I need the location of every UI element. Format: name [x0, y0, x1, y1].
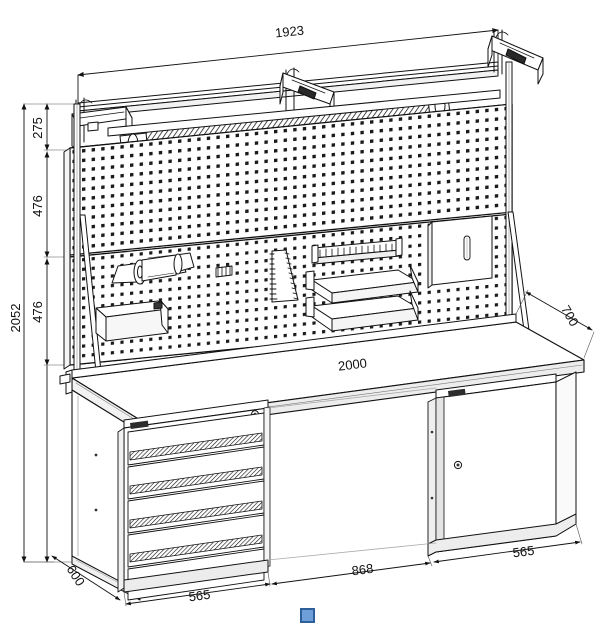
tapered-tool-rack: [269, 249, 299, 303]
dim-text-rail-width: 1923: [274, 23, 304, 41]
worktop-back-rail: [59, 369, 73, 395]
five-drawer-unit: [117, 399, 271, 601]
light-bracket-middle: [279, 67, 335, 119]
dim-text-worktop-width: 2000: [337, 355, 368, 373]
dim-text-overall-height: 2052: [8, 304, 23, 333]
roll-holder: [111, 252, 195, 285]
pegboard-left-edge: [63, 147, 71, 370]
dim-text-cabinet-width: 565: [512, 543, 535, 561]
dimension-base-depth: [23, 555, 121, 601]
dimension-centre-gap: [271, 555, 433, 586]
frame-upright-right: [505, 61, 513, 331]
dimension-worktop-depth: [515, 289, 595, 359]
dimension-drawer-width: [123, 571, 271, 607]
tool-rail-holder: [311, 237, 403, 265]
pegboard-shelf-lower: [305, 290, 419, 332]
single-door-cabinet: [427, 371, 577, 557]
clip-holders: [215, 265, 233, 278]
selection-marker[interactable]: [300, 608, 315, 623]
dim-text-centre-gap: 868: [351, 561, 374, 579]
frame-upright-left: [73, 103, 81, 371]
storage-bin-box: [95, 299, 169, 342]
light-bracket-right: [487, 29, 544, 85]
pegboard-shelf-upper: [305, 264, 419, 304]
dim-text-panel-upper: 476: [30, 195, 45, 217]
dimension-cabinet-width: [433, 523, 583, 564]
bench-rear-frame: [267, 387, 437, 561]
dim-text-light-to-panel: 275: [30, 117, 45, 139]
dim-text-worktop-depth: 700: [558, 303, 582, 329]
dim-text-drawer-width: 565: [188, 587, 211, 605]
dim-text-panel-lower: 476: [30, 301, 45, 323]
wall-mounted-panel-box: [427, 215, 493, 289]
light-support-rail: [107, 89, 501, 137]
